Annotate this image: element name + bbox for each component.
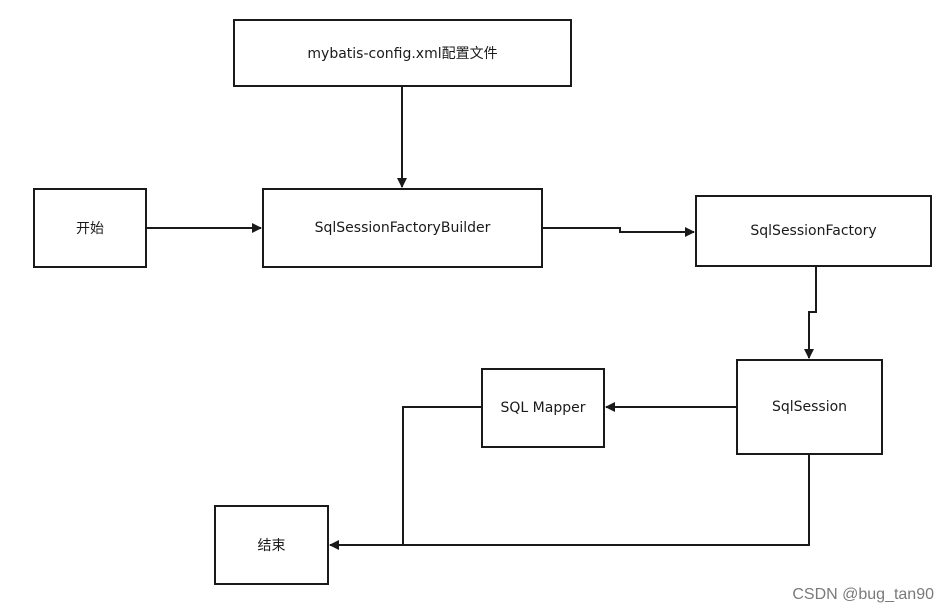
node-start-label: 开始: [76, 221, 104, 237]
node-sqlsessionfactorybuilder: SqlSessionFactoryBuilder: [262, 188, 543, 268]
node-end-label: 结束: [257, 538, 286, 554]
node-sql-mapper-label: SQL Mapper: [500, 400, 586, 416]
node-sql-mapper: SQL Mapper: [481, 368, 605, 448]
arrow-builder-to-factory: [543, 227, 695, 237]
line-mapper-to-end: [402, 406, 481, 545]
node-sqlsessionfactorybuilder-label: SqlSessionFactoryBuilder: [314, 220, 491, 236]
node-sqlsessionfactory: SqlSessionFactory: [695, 195, 932, 267]
node-end: 结束: [214, 505, 329, 585]
node-mybatis-config: mybatis-config.xml配置文件: [233, 19, 572, 87]
node-sqlsession: SqlSession: [736, 359, 883, 455]
watermark-text: CSDN @bug_tan90: [792, 586, 934, 603]
arrow-factory-to-session: [804, 267, 817, 359]
arrow-session-to-end: [329, 455, 810, 550]
node-sqlsessionfactory-label: SqlSessionFactory: [750, 223, 877, 239]
node-start: 开始: [33, 188, 147, 268]
node-sqlsession-label: SqlSession: [771, 399, 848, 415]
node-mybatis-config-label: mybatis-config.xml配置文件: [307, 46, 498, 62]
